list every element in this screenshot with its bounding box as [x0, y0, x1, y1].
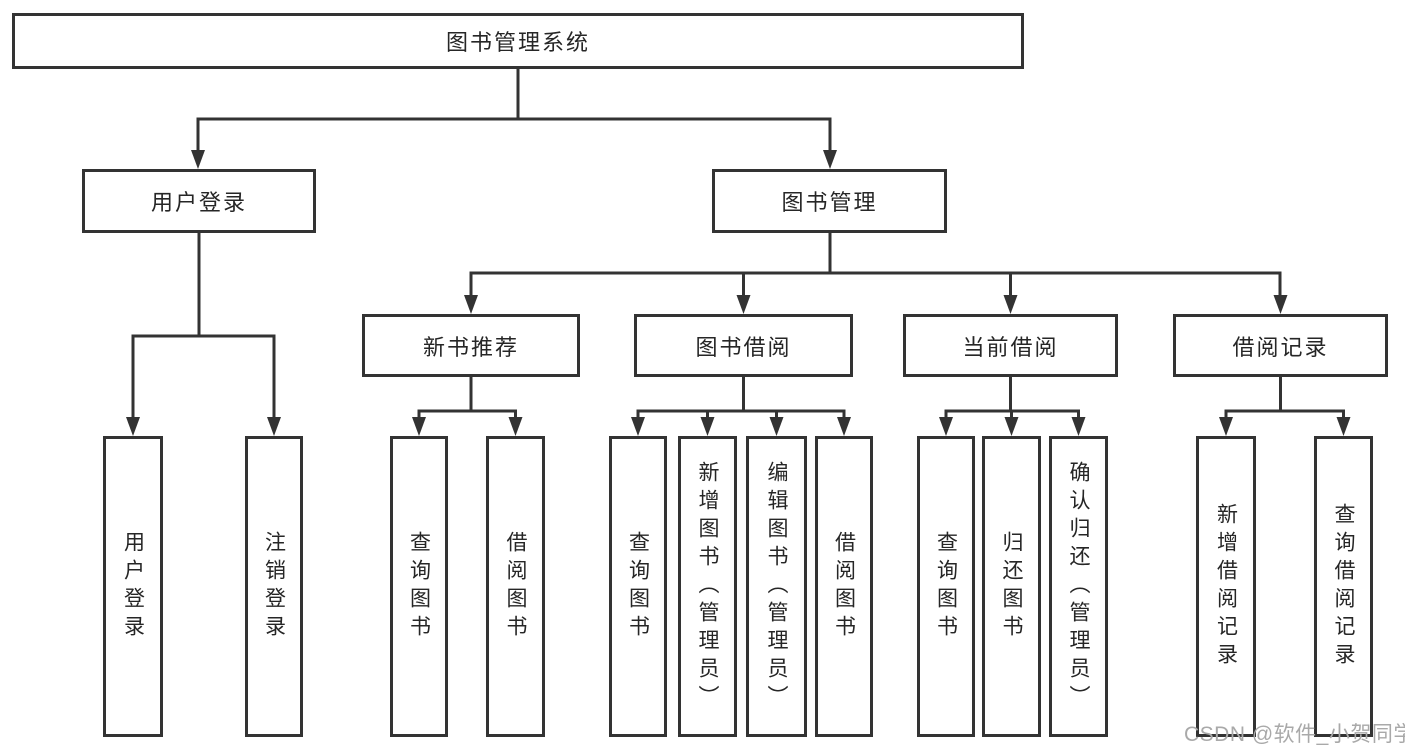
node-label: 查询借阅记录 [1332, 502, 1355, 671]
node-label: 注销登录 [262, 530, 286, 643]
leaf-add-books-admin: 新增图书（管理员） [678, 436, 737, 737]
watermark: CSDN @软件_小贺同学 [1184, 723, 1405, 746]
node-book-management: 图书管理 [712, 169, 947, 233]
node-label: 图书管理系统 [445, 30, 590, 55]
node-user-login: 用户登录 [82, 169, 316, 233]
leaf-borrow-books-1: 借阅图书 [486, 436, 545, 737]
node-label: 当前借阅 [962, 334, 1059, 360]
leaf-borrow-books-2: 借阅图书 [815, 436, 873, 737]
leaf-logout: 注销登录 [245, 436, 303, 737]
leaf-edit-books-admin: 编辑图书（管理员） [746, 436, 807, 737]
node-label: 新书推荐 [422, 334, 519, 360]
node-label: 新增借阅记录 [1214, 502, 1238, 671]
node-book-borrowing: 图书借阅 [634, 314, 853, 377]
node-new-book-recommend: 新书推荐 [362, 314, 580, 377]
leaf-query-borrow-record: 查询借阅记录 [1314, 436, 1373, 737]
node-label: 图书管理 [781, 190, 878, 215]
node-root: 图书管理系统 [12, 13, 1024, 69]
leaf-query-books-1: 查询图书 [390, 436, 448, 737]
node-label: 查询图书 [934, 530, 958, 643]
node-borrowing-records: 借阅记录 [1173, 314, 1388, 377]
node-current-borrowing: 当前借阅 [903, 314, 1118, 377]
node-label: 编辑图书（管理员） [765, 460, 788, 713]
node-label: 图书借阅 [695, 334, 792, 360]
node-label: 借阅记录 [1232, 334, 1329, 360]
node-label: 用户登录 [150, 190, 247, 215]
leaf-confirm-return-admin: 确认归还（管理员） [1049, 436, 1108, 737]
leaf-query-books-2: 查询图书 [609, 436, 667, 737]
node-label: 查询图书 [626, 530, 650, 643]
node-label: 借阅图书 [832, 530, 856, 643]
leaf-user-login: 用户登录 [103, 436, 163, 737]
leaf-query-books-3: 查询图书 [917, 436, 975, 737]
node-label: 确认归还（管理员） [1067, 460, 1090, 713]
leaf-add-borrow-record: 新增借阅记录 [1196, 436, 1256, 737]
leaf-return-books: 归还图书 [982, 436, 1041, 737]
node-label: 新增图书（管理员） [696, 460, 719, 713]
node-label: 用户登录 [121, 530, 145, 643]
node-label: 借阅图书 [504, 530, 527, 643]
node-label: 归还图书 [1000, 530, 1023, 643]
node-label: 查询图书 [407, 530, 431, 643]
